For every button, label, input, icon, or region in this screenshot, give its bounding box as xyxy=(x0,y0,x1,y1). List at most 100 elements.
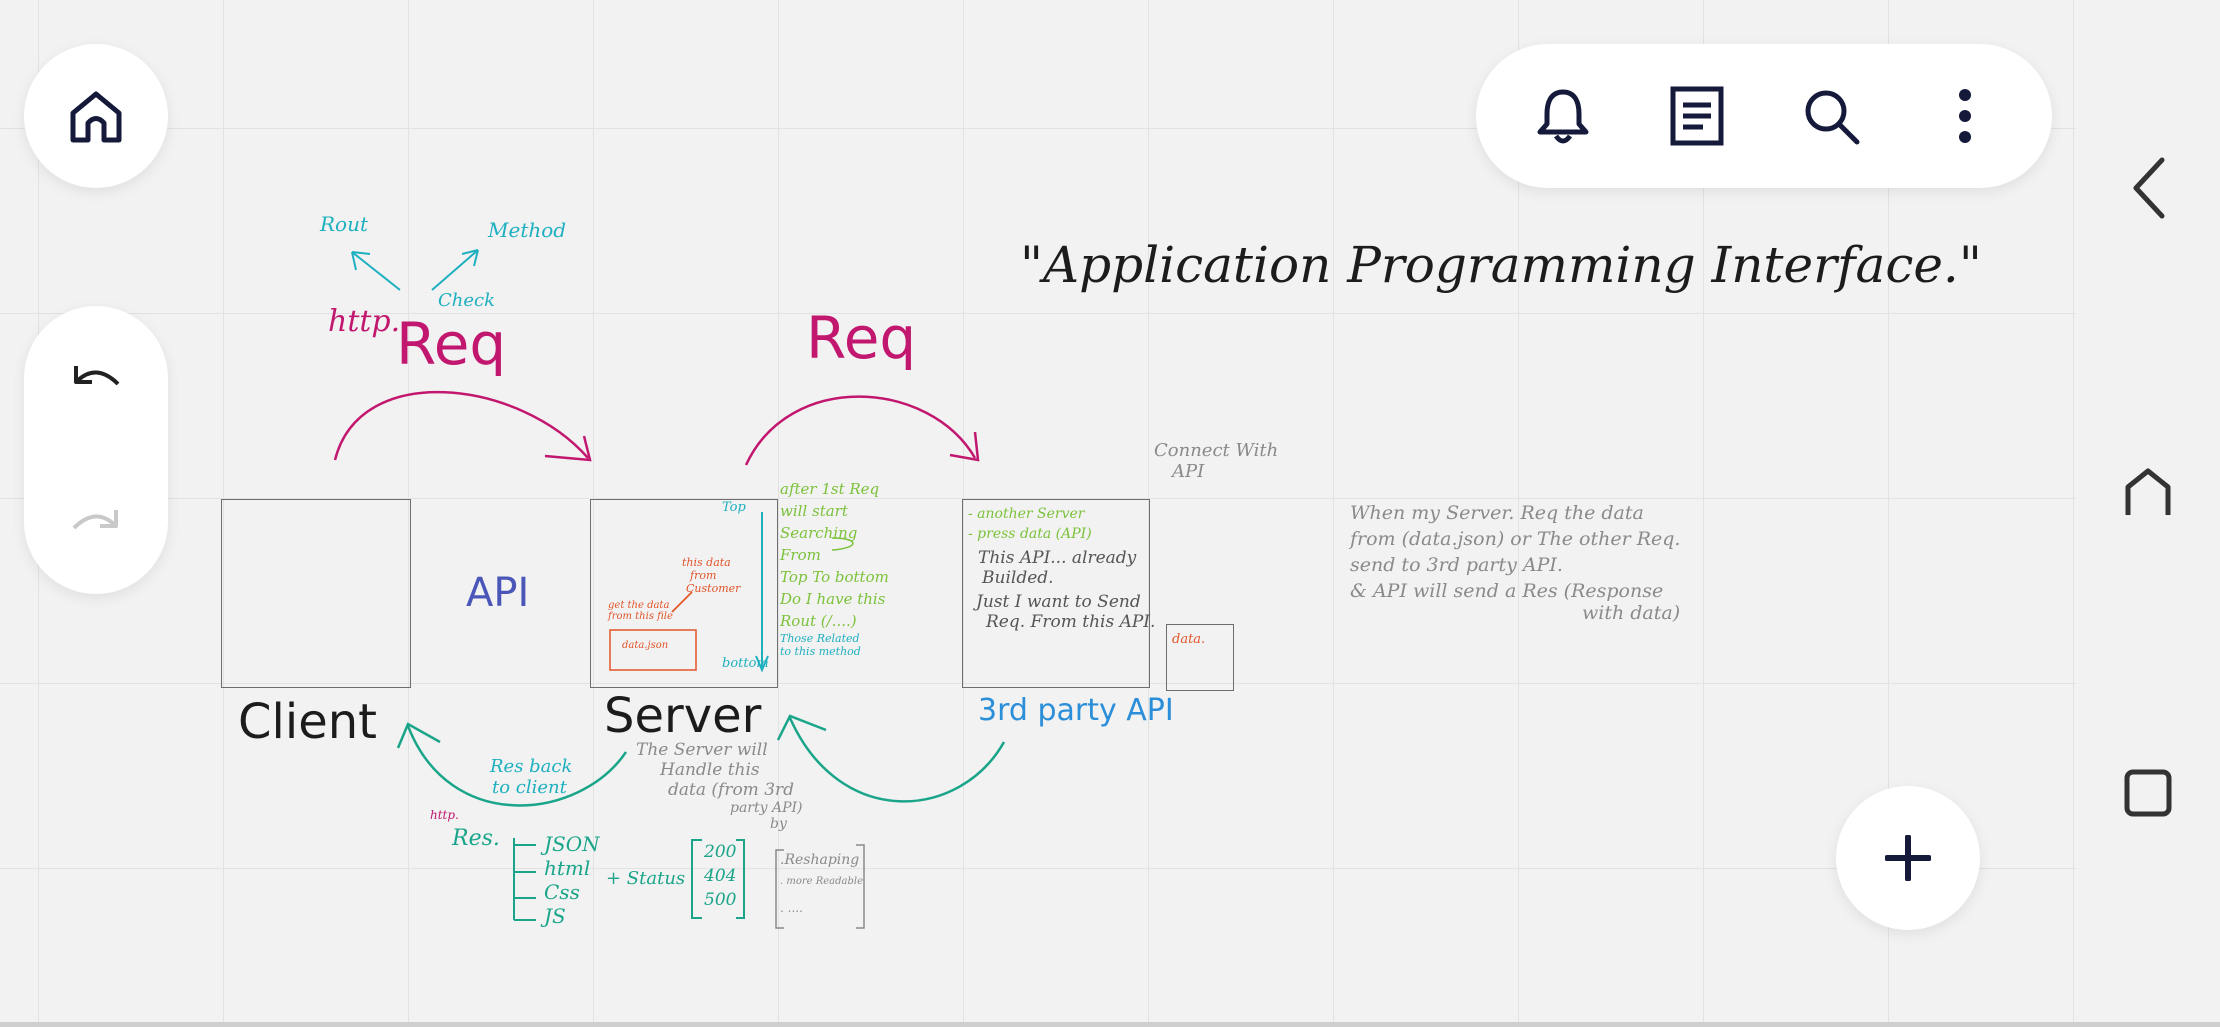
redo-icon xyxy=(72,510,118,530)
client-frame[interactable] xyxy=(221,499,411,688)
server-note-line: Top To bottom xyxy=(780,568,889,586)
server-handle-line: by xyxy=(770,816,787,832)
top-label: Top xyxy=(722,500,746,515)
redo-button[interactable] xyxy=(56,482,136,562)
by-list-item: . .... xyxy=(780,901,803,915)
server-notes: after 1st Req will start Searching From … xyxy=(780,480,889,658)
third-party-label: 3rd party API xyxy=(978,693,1174,728)
add-icon xyxy=(1885,835,1931,881)
res-arrow-1 xyxy=(406,725,628,807)
bottom-label: bottom xyxy=(722,656,769,671)
by-bracket xyxy=(775,844,865,929)
get-data-line: get the data xyxy=(608,600,670,611)
third-party-notes: - another Server - press data (API) This… xyxy=(968,506,1155,632)
res-list-item: JS xyxy=(544,904,566,928)
home-icon xyxy=(2125,468,2171,515)
server-note-line: will start xyxy=(780,502,848,520)
method-arrow xyxy=(431,249,479,291)
third-note-line: - press data (API) xyxy=(968,526,1092,542)
rout-arrow xyxy=(351,251,401,291)
res-branches xyxy=(513,838,536,921)
add-button[interactable] xyxy=(1836,786,1980,930)
res-back-line: to client xyxy=(492,777,567,798)
by-list-item: . more Readable xyxy=(780,876,864,887)
back-icon xyxy=(2133,157,2165,219)
more-vertical-icon xyxy=(1959,89,1971,143)
data-json-box xyxy=(609,629,697,671)
drawing-strokes xyxy=(333,249,1006,929)
status-code: 404 xyxy=(704,866,737,886)
data-json-label: data.json xyxy=(622,640,669,651)
res-list-item: JSON xyxy=(544,832,600,856)
by-list-item: .Reshaping xyxy=(780,852,860,868)
undo-redo-panel xyxy=(24,306,168,594)
status-code: 500 xyxy=(704,890,737,910)
api-label: API xyxy=(466,570,530,616)
third-note-line: Builded. xyxy=(982,568,1054,588)
status-codes: 200 404 500 xyxy=(704,842,736,910)
third-note-line: - another Server xyxy=(968,506,1085,522)
explain-line: with data) xyxy=(1582,602,1681,624)
res-list-item: Css xyxy=(544,880,580,904)
green-bracket xyxy=(831,537,854,551)
server-note-line: Searching xyxy=(780,524,858,542)
client-label: Client xyxy=(238,694,377,750)
req1-prefix: http. xyxy=(328,304,401,339)
server-label: Server xyxy=(604,688,762,744)
bell-icon xyxy=(1537,89,1589,144)
req-arrow-1 xyxy=(333,391,589,461)
third-note-line: Req. From this API. xyxy=(986,612,1156,632)
system-recents-button[interactable] xyxy=(2110,755,2186,831)
get-data-line: from this file xyxy=(608,611,673,622)
this-data-line: from xyxy=(690,569,717,582)
canvas-bottom-border xyxy=(0,1022,2220,1027)
data-frame[interactable] xyxy=(1166,624,1234,691)
board-title: "Application Programming Interface." xyxy=(1020,236,1982,294)
explain-line: When my Server. Req the data xyxy=(1350,502,1644,524)
res-arrow-2 xyxy=(788,717,1006,803)
system-nav-bar xyxy=(2076,0,2220,1022)
method-label: Method xyxy=(488,218,567,242)
notifications-button[interactable] xyxy=(1523,76,1603,156)
by-list: .Reshaping . more Readable . .... xyxy=(780,852,863,915)
connect-line: API xyxy=(1172,461,1205,482)
system-home-button[interactable] xyxy=(2110,454,2186,530)
server-frame[interactable] xyxy=(590,499,778,688)
explanation-note: When my Server. Req the data from (data.… xyxy=(1350,502,1680,624)
connect-line: Connect With xyxy=(1154,440,1279,461)
undo-button[interactable] xyxy=(56,338,136,418)
data-box-label: data. xyxy=(1172,632,1206,647)
res-back-note: Res back to client xyxy=(490,756,572,798)
search-button[interactable] xyxy=(1791,76,1871,156)
check-label: Check xyxy=(438,290,496,311)
explain-line: from (data.json) or The other Req. xyxy=(1350,528,1681,550)
server-handle-line: party API) xyxy=(730,800,803,816)
third-party-frame[interactable] xyxy=(962,499,1150,688)
top-toolbar xyxy=(1476,44,2052,188)
notes-button[interactable] xyxy=(1657,76,1737,156)
system-back-button[interactable] xyxy=(2110,150,2186,226)
rout-label: Rout xyxy=(320,212,369,236)
status-code: 200 xyxy=(704,842,737,862)
res-list-item: html xyxy=(544,856,591,880)
req1-label: Req xyxy=(396,310,507,378)
server-note-line: Rout (/....) xyxy=(780,612,857,630)
search-icon xyxy=(1805,90,1860,145)
server-handle-line: data (from 3rd xyxy=(668,780,795,800)
undo-icon xyxy=(74,366,120,386)
third-note-line: Just I want to Send xyxy=(976,592,1141,612)
notes-icon xyxy=(1670,86,1724,146)
this-data-line: this data xyxy=(682,556,731,569)
server-note-line: Do I have this xyxy=(780,590,886,608)
orange-arrow xyxy=(671,591,693,613)
status-label: + Status xyxy=(606,868,686,889)
res-list: JSON html Css JS xyxy=(544,832,600,928)
res-back-line: Res back xyxy=(490,756,573,777)
status-bracket xyxy=(691,839,745,919)
server-note-line: From xyxy=(780,546,821,564)
server-handle-line: The Server will xyxy=(636,740,768,760)
server-handle-line: Handle this xyxy=(660,760,760,780)
this-data-note: this data from Customer xyxy=(682,556,740,595)
home-button[interactable] xyxy=(24,44,168,188)
more-options-button[interactable] xyxy=(1925,76,2005,156)
